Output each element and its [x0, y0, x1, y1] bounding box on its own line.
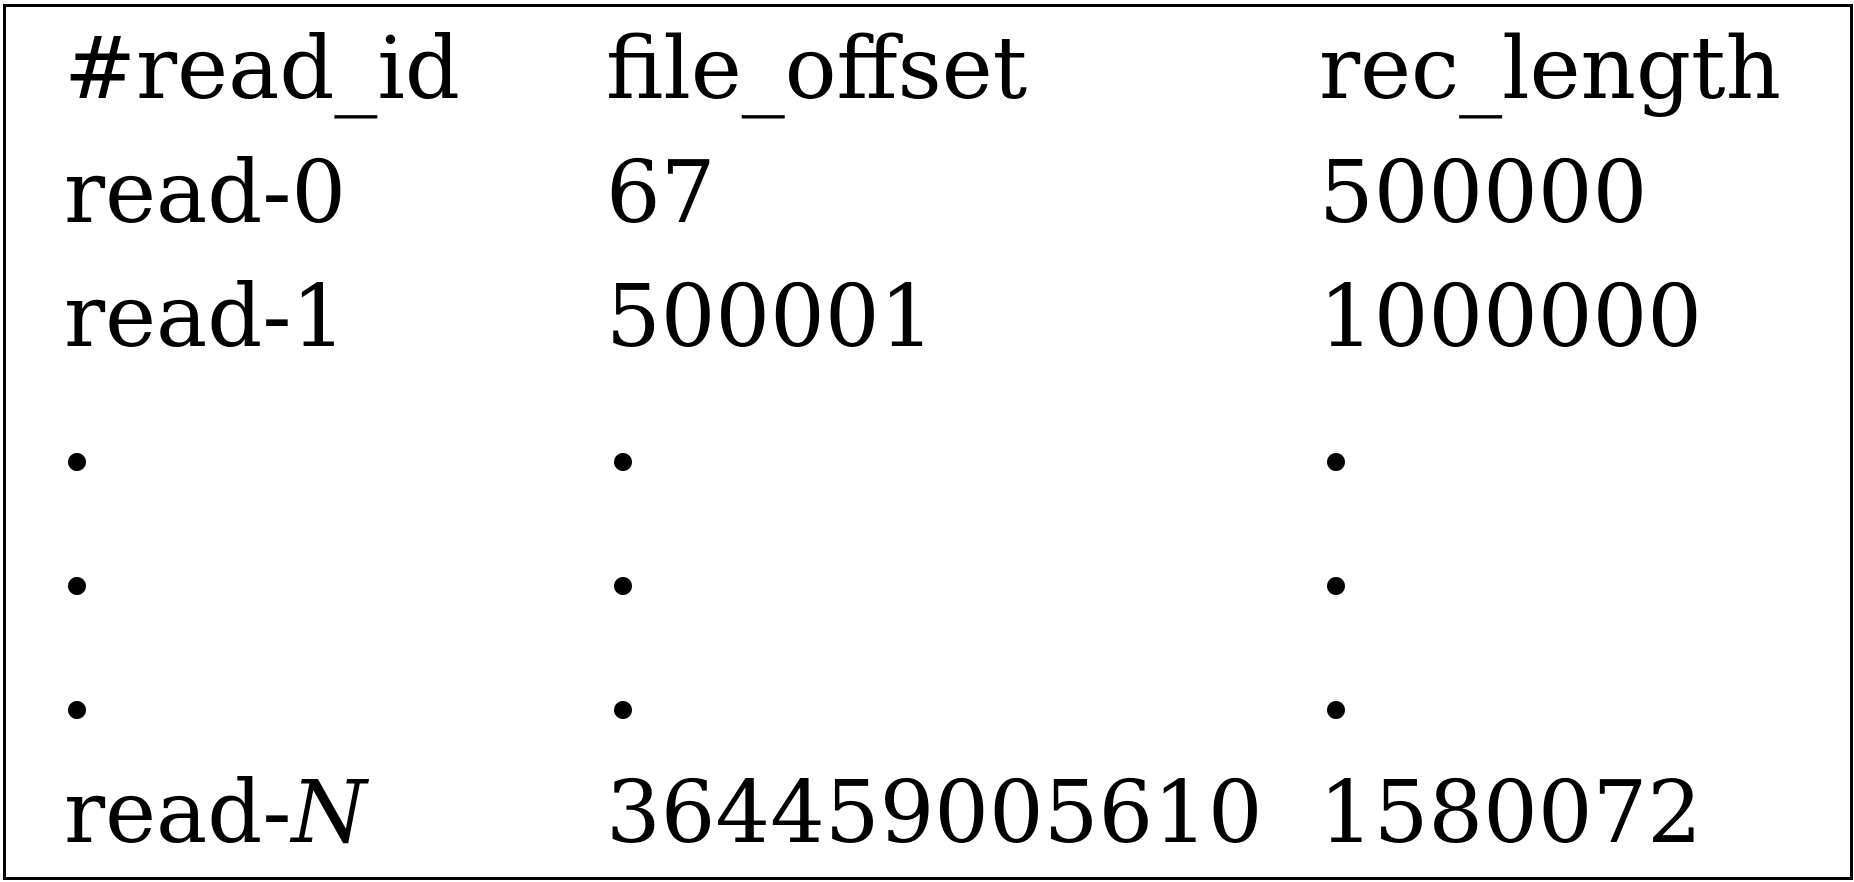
- ellipsis-dot-icon: [1327, 577, 1345, 595]
- cell-read-id: read-N: [64, 751, 367, 875]
- cell-read-id: read-0: [64, 143, 347, 243]
- header-file-offset: file_offset: [606, 19, 1028, 119]
- ellipsis-dot-icon: [1327, 453, 1345, 471]
- cell-file-offset: 364459005610: [606, 763, 1263, 863]
- table-row: read-0 67 500000: [6, 131, 1850, 255]
- ellipsis-dot-icon: [68, 453, 86, 471]
- cell-rec-length: 1000000: [1319, 267, 1703, 367]
- table-frame: #read_id file_offset rec_length read-0 6…: [3, 4, 1853, 880]
- cell-file-offset: 67: [606, 143, 716, 243]
- ellipsis-row: [6, 627, 1850, 751]
- ellipsis-row: [6, 379, 1850, 503]
- ellipsis-dot-icon: [1327, 701, 1345, 719]
- read-prefix: read-: [64, 763, 292, 863]
- ellipsis-dot-icon: [614, 577, 632, 595]
- cell-read-id: read-1: [64, 267, 347, 367]
- cell-rec-length: 500000: [1319, 143, 1648, 243]
- header-read-id: #read_id: [64, 19, 460, 119]
- ellipsis-dot-icon: [614, 701, 632, 719]
- ellipsis-row: [6, 503, 1850, 627]
- cell-rec-length: 1580072: [1319, 763, 1703, 863]
- read-variable: N: [291, 763, 367, 863]
- table-row: read-1 500001 1000000: [6, 255, 1850, 379]
- ellipsis-dot-icon: [614, 453, 632, 471]
- table-row-last: read-N 364459005610 1580072: [6, 751, 1850, 875]
- header-rec-length: rec_length: [1319, 19, 1781, 119]
- ellipsis-dot-icon: [68, 577, 86, 595]
- ellipsis-dot-icon: [68, 701, 86, 719]
- cell-file-offset: 500001: [606, 267, 935, 367]
- table-header-row: #read_id file_offset rec_length: [6, 7, 1850, 131]
